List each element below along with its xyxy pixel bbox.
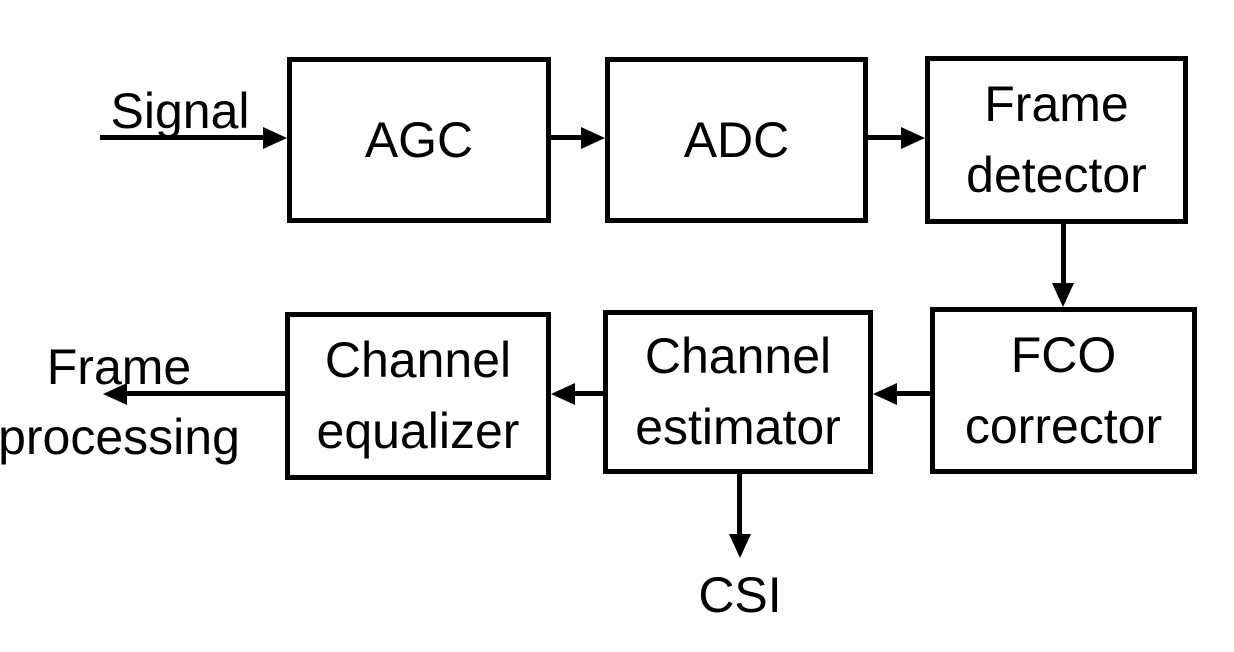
arrow-line [737, 471, 742, 536]
node-fco-corrector: FCO corrector [930, 307, 1197, 474]
arrow-line [125, 391, 285, 396]
signal-label: Signal [110, 83, 250, 139]
frame-processing-label: Frame processing [0, 339, 240, 465]
arrow-line [895, 391, 930, 396]
arrowhead-right [581, 127, 605, 149]
arrowhead-left [551, 383, 575, 405]
node-agc-label: AGC [364, 111, 474, 168]
arrow-line [551, 135, 583, 140]
node-agc: AGC [287, 57, 551, 223]
arrow-line [868, 135, 903, 140]
arrowhead-right [263, 127, 287, 149]
arrowhead-left [873, 383, 897, 405]
arrow-line [573, 391, 605, 396]
node-fco-corrector-label: FCO corrector [964, 326, 1163, 454]
arrowhead-down [1052, 283, 1074, 307]
arrowhead-left [103, 383, 127, 405]
arrow-line [100, 135, 265, 140]
node-channel-estimator-label: Channel estimator [635, 328, 841, 455]
node-channel-estimator: Channel estimator [603, 310, 873, 474]
node-channel-equalizer: Channel equalizer [285, 312, 551, 480]
arrowhead-down [729, 534, 751, 558]
csi-label: CSI [698, 567, 782, 623]
node-channel-equalizer-label: Channel equalizer [316, 332, 520, 459]
arrow-line [1061, 223, 1066, 286]
node-frame-detector-label: Frame detector [966, 76, 1147, 203]
arrowhead-right [901, 127, 925, 149]
node-frame-detector: Frame detector [925, 56, 1188, 224]
node-adc: ADC [605, 57, 868, 223]
node-adc-label: ADC [683, 111, 790, 168]
